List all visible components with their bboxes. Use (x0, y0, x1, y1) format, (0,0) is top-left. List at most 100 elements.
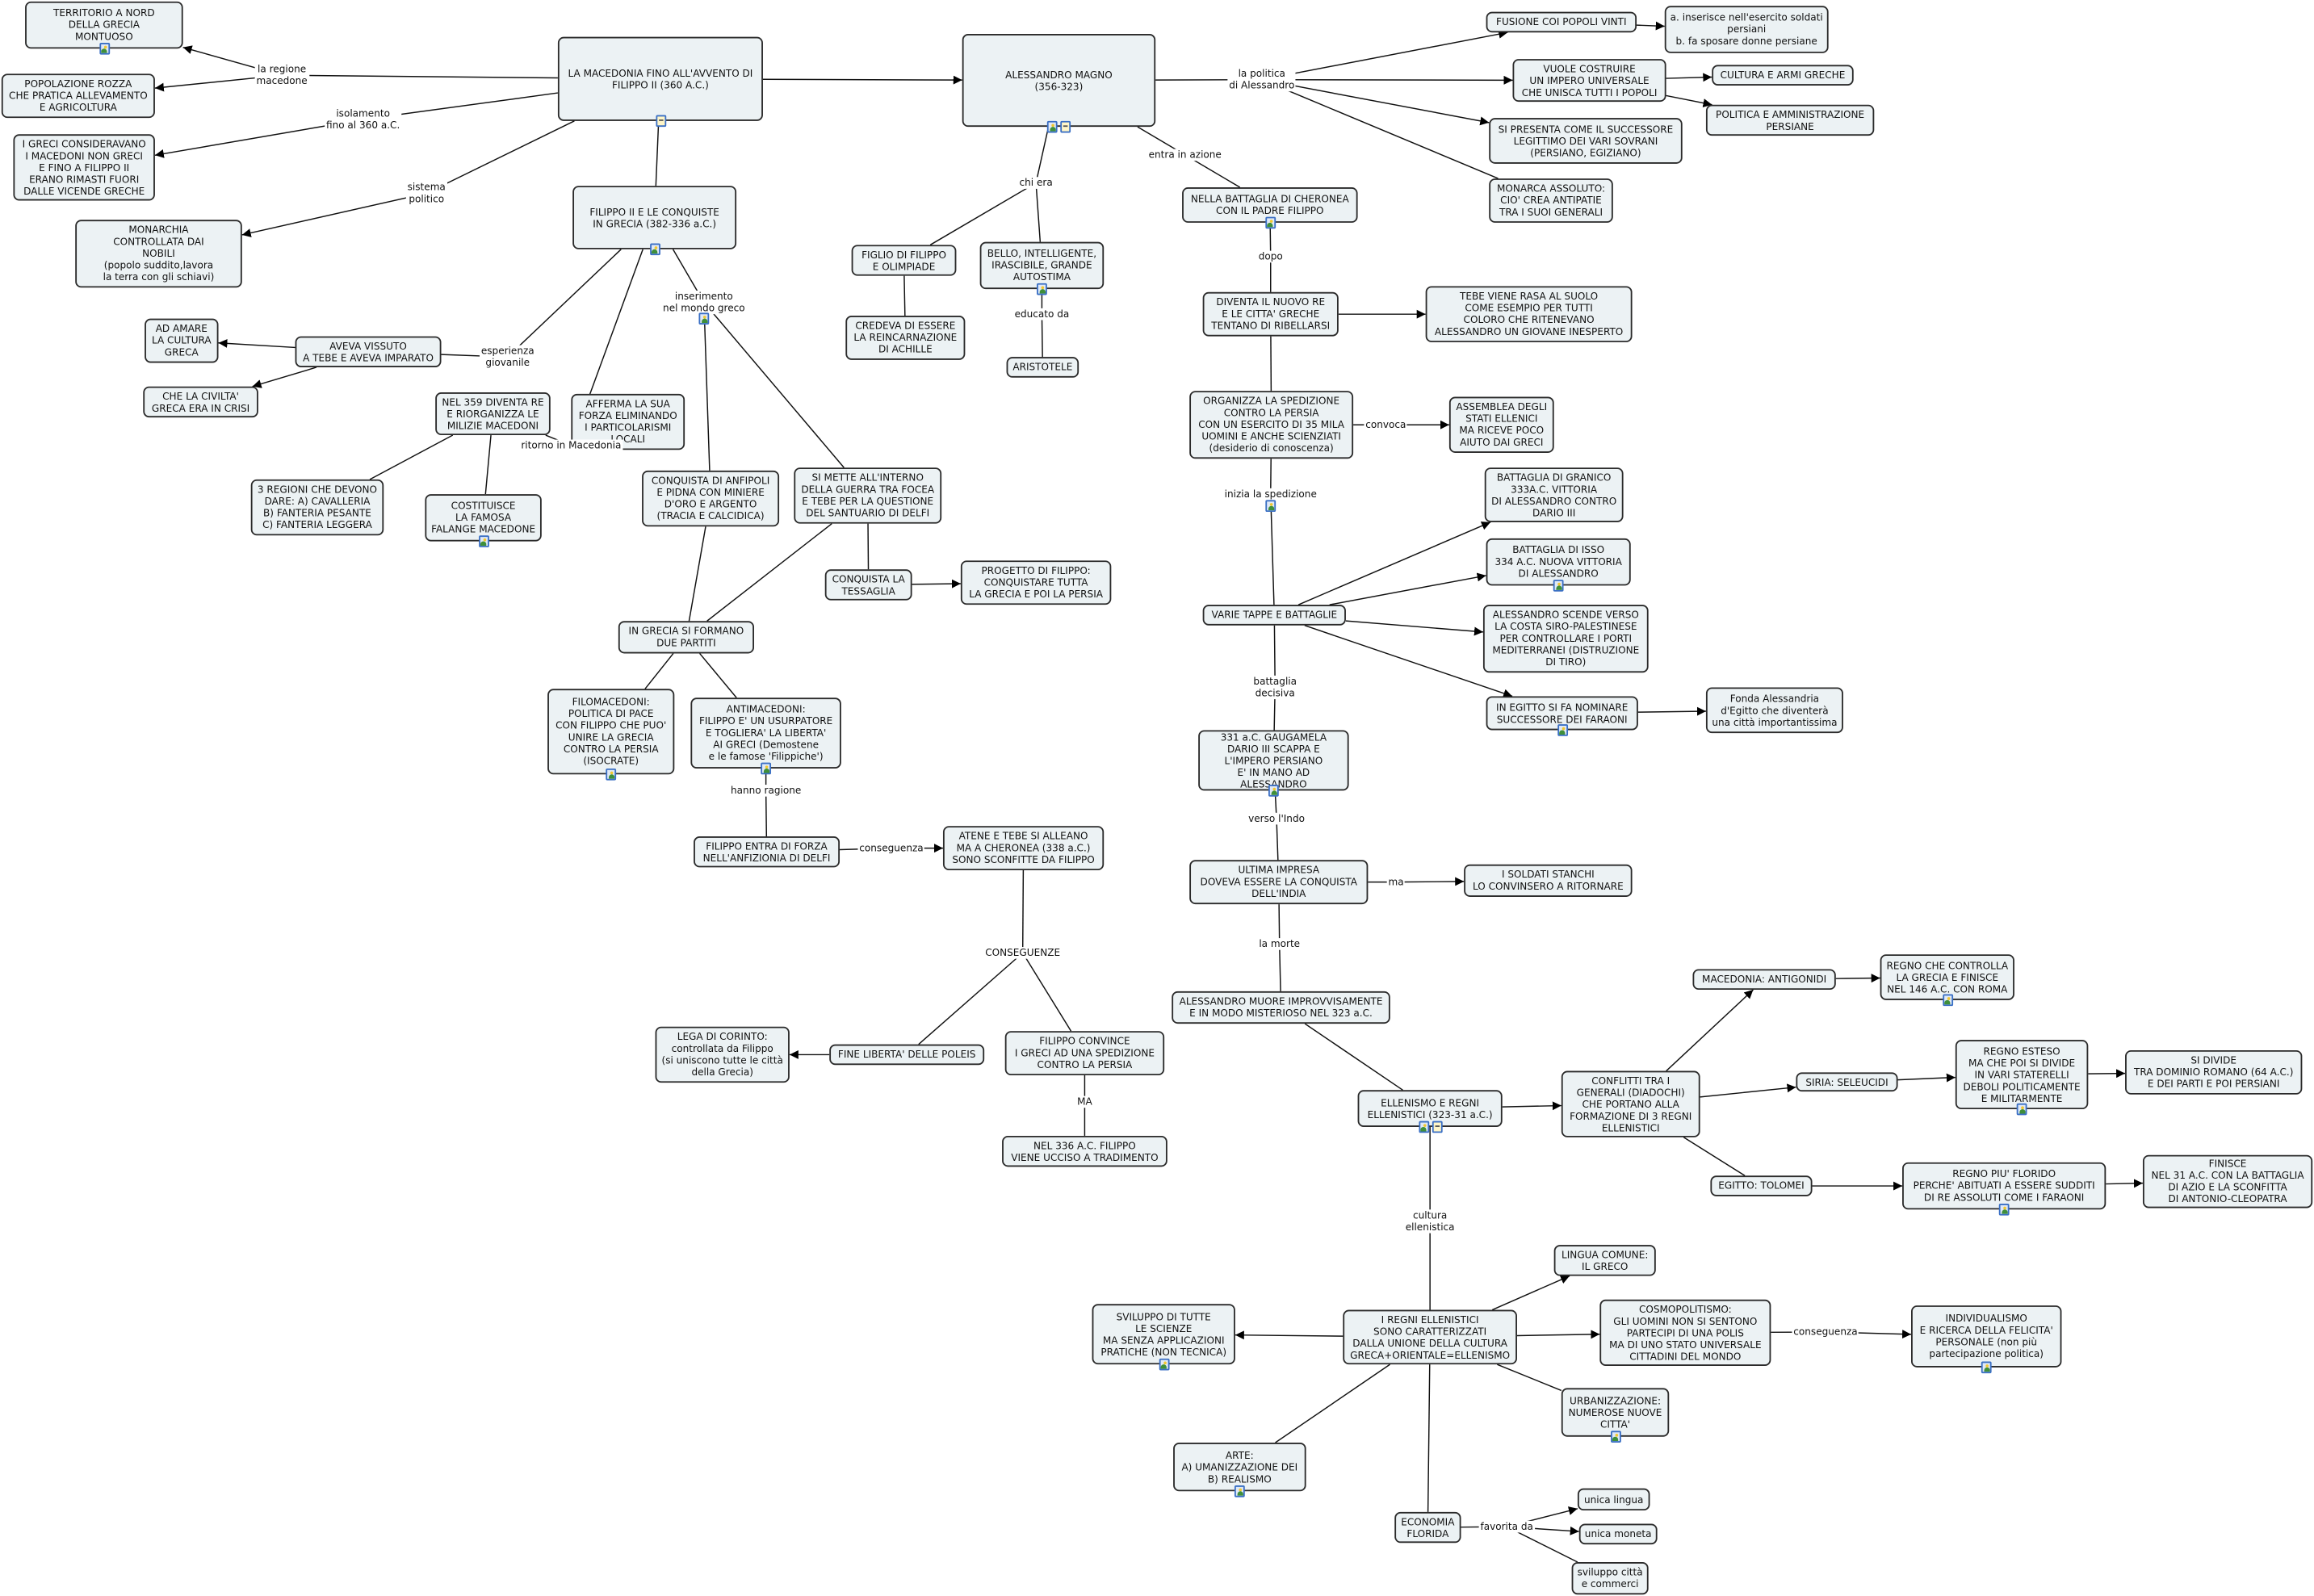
concept-node-isso[interactable]: BATTAGLIA DI ISSO 334 A.C. NUOVA VITTORI… (1486, 538, 1631, 586)
image-resource-icon[interactable] (1265, 500, 1276, 513)
concept-node-antimacedoni[interactable]: ANTIMACEDONI: FILIPPO E' UN USURPATORE E… (690, 697, 841, 769)
image-resource-icon[interactable] (1046, 120, 1058, 133)
concept-node-popol[interactable]: POPOLAZIONE ROZZA CHE PRATICA ALLEVAMENT… (1, 73, 155, 119)
image-resource-icon[interactable] (1418, 1121, 1429, 1133)
concept-node-nel359[interactable]: NEL 359 DIVENTA RE E RIORGANIZZA LE MILI… (435, 392, 551, 436)
image-resource-icon[interactable] (1268, 785, 1279, 797)
concept-node-diventa[interactable]: DIVENTA IL NUOVO RE E LE CITTA' GRECHE T… (1202, 291, 1339, 337)
concept-node-fonda[interactable]: Fonda Alessandria d'Egitto che diventerà… (1705, 687, 1843, 734)
concept-node-granico[interactable]: BATTAGLIA DI GRANICO 333A.C. VITTORIA DI… (1484, 467, 1624, 522)
image-resource-icon[interactable] (1942, 994, 1953, 1007)
document-resource-icon[interactable] (1431, 1121, 1442, 1133)
image-resource-icon[interactable] (2016, 1103, 2027, 1116)
concept-node-inserisce[interactable]: a. inserisce nell'esercito soldati persi… (1664, 6, 1829, 53)
document-resource-icon[interactable] (1060, 120, 1071, 133)
concept-node-adamare[interactable]: AD AMARE LA CULTURA GRECA (145, 318, 219, 363)
concept-node-costa[interactable]: ALESSANDRO SCENDE VERSO LA COSTA SIRO-PA… (1482, 605, 1649, 673)
concept-node-entraforza[interactable]: FILIPPO ENTRA DI FORZA NELL'ANFIZIONIA D… (694, 836, 841, 868)
concept-node-fusione[interactable]: FUSIONE COI POPOLI VINTI (1486, 11, 1637, 33)
concept-node-monarca[interactable]: MONARCA ASSOLUTO: CIO' CREA ANTIPATIE TR… (1489, 178, 1613, 223)
concept-node-finisce[interactable]: FINISCE NEL 31 A.C. CON LA BATTAGLIA DI … (2142, 1154, 2313, 1209)
concept-node-text: INDIVIDUALISMO E RICERCA DELLA FELICITA'… (1919, 1313, 2053, 1360)
concept-node-progetto[interactable]: PROGETTO DI FILIPPO: CONQUISTARE TUTTA L… (960, 560, 1112, 605)
concept-node-regnoctrl[interactable]: REGNO CHE CONTROLLA LA GRECIA E FINISCE … (1880, 954, 2014, 1000)
concept-node-individualismo[interactable]: INDIVIDUALISMO E RICERCA DELLA FELICITA'… (1911, 1305, 2062, 1368)
concept-node-organizza[interactable]: ORGANIZZA LA SPEDIZIONE CONTRO LA PERSIA… (1189, 391, 1354, 459)
image-resource-icon[interactable] (1981, 1361, 1992, 1374)
image-resource-icon[interactable] (761, 762, 772, 775)
concept-node-scienze[interactable]: SVILUPPO DI TUTTE LE SCIENZE MA SENZA AP… (1092, 1304, 1235, 1365)
concept-node-civilta[interactable]: CHE LA CIVILTA' GRECA ERA IN CRISI (143, 386, 258, 418)
concept-node-culturaarmi[interactable]: CULTURA E ARMI GRECHE (1712, 65, 1854, 86)
document-resource-icon[interactable] (655, 115, 666, 128)
concept-node-costituisce[interactable]: COSTITUISCE LA FAMOSA FALANGE MACEDONE (425, 494, 542, 542)
concept-node-urban[interactable]: URBANIZZAZIONE: NUMEROSE NUOVE CITTA' (1561, 1388, 1670, 1437)
concept-node-credeva[interactable]: CREDEVA DI ESSERE LA REINCARNAZIONE DI A… (845, 316, 966, 360)
concept-node-tolomei[interactable]: EGITTO: TOLOMEI (1710, 1175, 1813, 1196)
concept-node-cheronea[interactable]: NELLA BATTAGLIA DI CHERONEA CON IL PADRE… (1182, 187, 1358, 223)
concept-node-alessandro[interactable]: ALESSANDRO MAGNO (356-323) (962, 34, 1156, 128)
concept-node-figlio[interactable]: FIGLIO DI FILIPPO E OLIMPIADE (851, 245, 957, 276)
concept-node-simette[interactable]: SI METTE ALL'INTERNO DELLA GUERRA TRA FO… (794, 467, 942, 524)
concept-node-arte[interactable]: ARTE: A) UMANIZZAZIONE DEI B) REALISMO (1173, 1443, 1306, 1492)
concept-node-soldati[interactable]: I SOLDATI STANCHI LO CONVINSERO A RITORN… (1464, 864, 1633, 897)
concept-node-lega[interactable]: LEGA DI CORINTO: controllata da Filippo … (655, 1026, 790, 1083)
concept-node-politicaamm[interactable]: POLITICA E AMMINISTRAZIONE PERSIANE (1705, 104, 1875, 136)
concept-node-tappe[interactable]: VARIE TAPPE E BATTAGLIE (1202, 605, 1346, 626)
concept-node-unicalingua[interactable]: unica lingua (1577, 1488, 1650, 1511)
concept-node-anfipoli[interactable]: CONQUISTA DI ANFIPOLI E PIDNA CON MINIER… (642, 470, 780, 527)
concept-node-aristotele[interactable]: ARISTOTELE (1006, 357, 1079, 378)
concept-node-text: SIRIA: SELEUCIDI (1805, 1075, 1889, 1088)
concept-node-presenta[interactable]: SI PRESENTA COME IL SUCCESSORE LEGITTIMO… (1489, 118, 1683, 164)
image-resource-icon[interactable] (1158, 1358, 1169, 1371)
concept-node-tessaglia[interactable]: CONQUISTA LA TESSAGLIA (824, 569, 912, 601)
concept-node-tebe[interactable]: TEBE VIENE RASA AL SUOLO COME ESEMPIO PE… (1425, 286, 1633, 342)
concept-node-convince[interactable]: FILIPPO CONVINCE I GRECI AD UNA SPEDIZIO… (1004, 1031, 1165, 1076)
link-label-conseg1: conseguenza (857, 842, 925, 854)
concept-node-bello[interactable]: BELLO, INTELLIGENTE, IRASCIBILE, GRANDE … (979, 241, 1105, 290)
concept-node-ellenismo[interactable]: ELLENISMO E REGNI ELLENISTICI (323-31 a.… (1357, 1090, 1503, 1127)
image-resource-icon[interactable] (99, 42, 110, 55)
concept-node-antigonidi[interactable]: MACEDONIA: ANTIGONIDI (1692, 969, 1836, 991)
concept-node-fine[interactable]: FINE LIBERTA' DELLE POLEIS (829, 1044, 985, 1066)
concept-node-esteso[interactable]: REGNO ESTESO MA CHE POI SI DIVIDE IN VAR… (1955, 1040, 2089, 1110)
concept-node-cosmo[interactable]: COSMOPOLITISMO: GLI UOMINI NON SI SENTON… (1599, 1299, 1771, 1366)
image-resource-icon[interactable] (649, 243, 660, 256)
image-resource-icon[interactable] (1557, 724, 1568, 736)
concept-node-atene[interactable]: ATENE E TEBE SI ALLEANO MA A CHERONEA (3… (942, 826, 1105, 871)
concept-node-filippo[interactable]: FILIPPO II E LE CONQUISTE IN GRECIA (382… (572, 186, 737, 249)
image-resource-icon[interactable] (1037, 283, 1047, 295)
image-resource-icon[interactable] (606, 768, 617, 781)
concept-node-lingua[interactable]: LINGUA COMUNE: IL GRECO (1553, 1245, 1656, 1276)
concept-node-terr[interactable]: TERRITORIO A NORD DELLA GRECIA MONTUOSO (25, 1, 183, 49)
image-resource-icon[interactable] (1264, 216, 1276, 229)
concept-node-ultima[interactable]: ULTIMA IMPRESA DOVEVA ESSERE LA CONQUIST… (1189, 860, 1369, 905)
concept-node-florido[interactable]: REGNO PIU' FLORIDO PERCHE' ABITUATI A ES… (1902, 1162, 2106, 1210)
image-resource-icon[interactable] (1234, 1485, 1245, 1498)
concept-node-greci[interactable]: I GRECI CONSIDERAVANO I MACEDONI NON GRE… (13, 134, 155, 201)
concept-node-aveva[interactable]: AVEVA VISSUTO A TEBE E AVEVA IMPARATO (295, 336, 442, 367)
concept-node-muore[interactable]: ALESSANDRO MUORE IMPROVVISAMENTE E IN MO… (1172, 991, 1390, 1024)
concept-node-sidivide[interactable]: SI DIVIDE TRA DOMINIO ROMANO (64 A.C.) E… (2125, 1049, 2303, 1095)
image-resource-icon[interactable] (1553, 580, 1564, 592)
concept-node-conflitti[interactable]: CONFLITTI TRA I GENERALI (DIADOCHI) CHE … (1561, 1070, 1700, 1137)
concept-node-text: 331 a.C. GAUGAMELA DARIO III SCAPPA E L'… (1220, 731, 1327, 790)
concept-node-economia[interactable]: ECONOMIA FLORIDA (1394, 1511, 1461, 1544)
concept-node-treregioni[interactable]: 3 REGIONI CHE DEVONO DARE: A) CAVALLERIA… (250, 479, 384, 536)
concept-node-ucciso[interactable]: NEL 336 A.C. FILIPPO VIENE UCCISO A TRAD… (1002, 1135, 1167, 1167)
concept-node-ingrecia[interactable]: IN GRECIA SI FORMANO DUE PARTITI (618, 621, 755, 654)
concept-node-macedonia[interactable]: LA MACEDONIA FINO ALL'AVVENTO DI FILIPPO… (557, 36, 763, 121)
image-resource-icon[interactable] (478, 535, 489, 547)
image-resource-icon[interactable] (698, 312, 710, 325)
concept-node-filomacedoni[interactable]: FILOMACEDONI: POLITICA DI PACE CON FILIP… (547, 689, 675, 775)
concept-node-regni[interactable]: I REGNI ELLENISTICI SONO CARATTERIZZATI … (1343, 1309, 1517, 1365)
concept-node-vuole[interactable]: VUOLE COSTRUIRE UN IMPERO UNIVERSALE CHE… (1512, 59, 1666, 103)
image-resource-icon[interactable] (1610, 1431, 1620, 1443)
concept-node-monarchia[interactable]: MONARCHIA CONTROLLATA DAI NOBILI (popolo… (75, 220, 242, 288)
image-resource-icon[interactable] (1998, 1203, 2010, 1216)
concept-node-siria[interactable]: SIRIA: SELEUCIDI (1796, 1072, 1898, 1092)
concept-node-assemblea[interactable]: ASSEMBLEA DEGLI STATI ELLENICI MA RICEVE… (1448, 396, 1554, 453)
concept-node-sviluppocitta[interactable]: sviluppo città e commerci (1571, 1562, 1649, 1595)
concept-node-unicamoneta[interactable]: unica moneta (1578, 1523, 1658, 1545)
concept-node-gaugamela[interactable]: 331 a.C. GAUGAMELA DARIO III SCAPPA E L'… (1198, 730, 1349, 791)
